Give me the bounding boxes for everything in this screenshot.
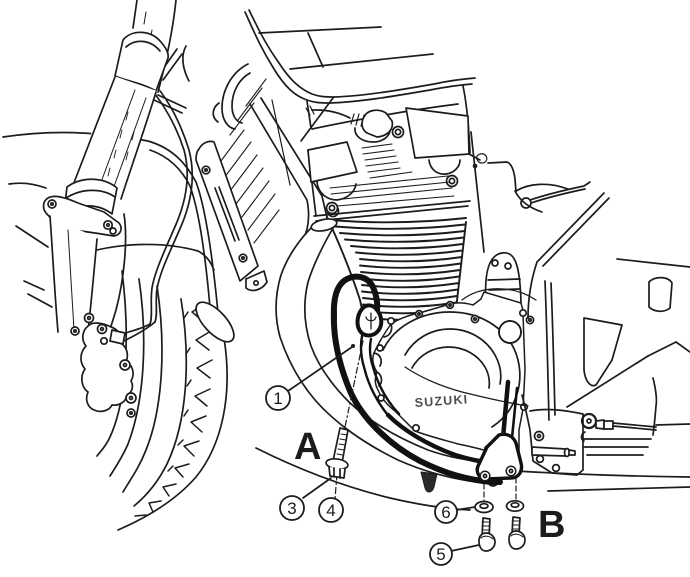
svg-text:5: 5 [436, 545, 445, 564]
svg-text:B: B [538, 504, 565, 546]
svg-text:3: 3 [287, 499, 296, 518]
svg-text:1: 1 [273, 389, 282, 408]
svg-text:4: 4 [326, 501, 335, 520]
svg-text:A: A [294, 426, 321, 468]
svg-text:6: 6 [441, 503, 450, 522]
svg-text:SUZUKI: SUZUKI [414, 392, 469, 410]
